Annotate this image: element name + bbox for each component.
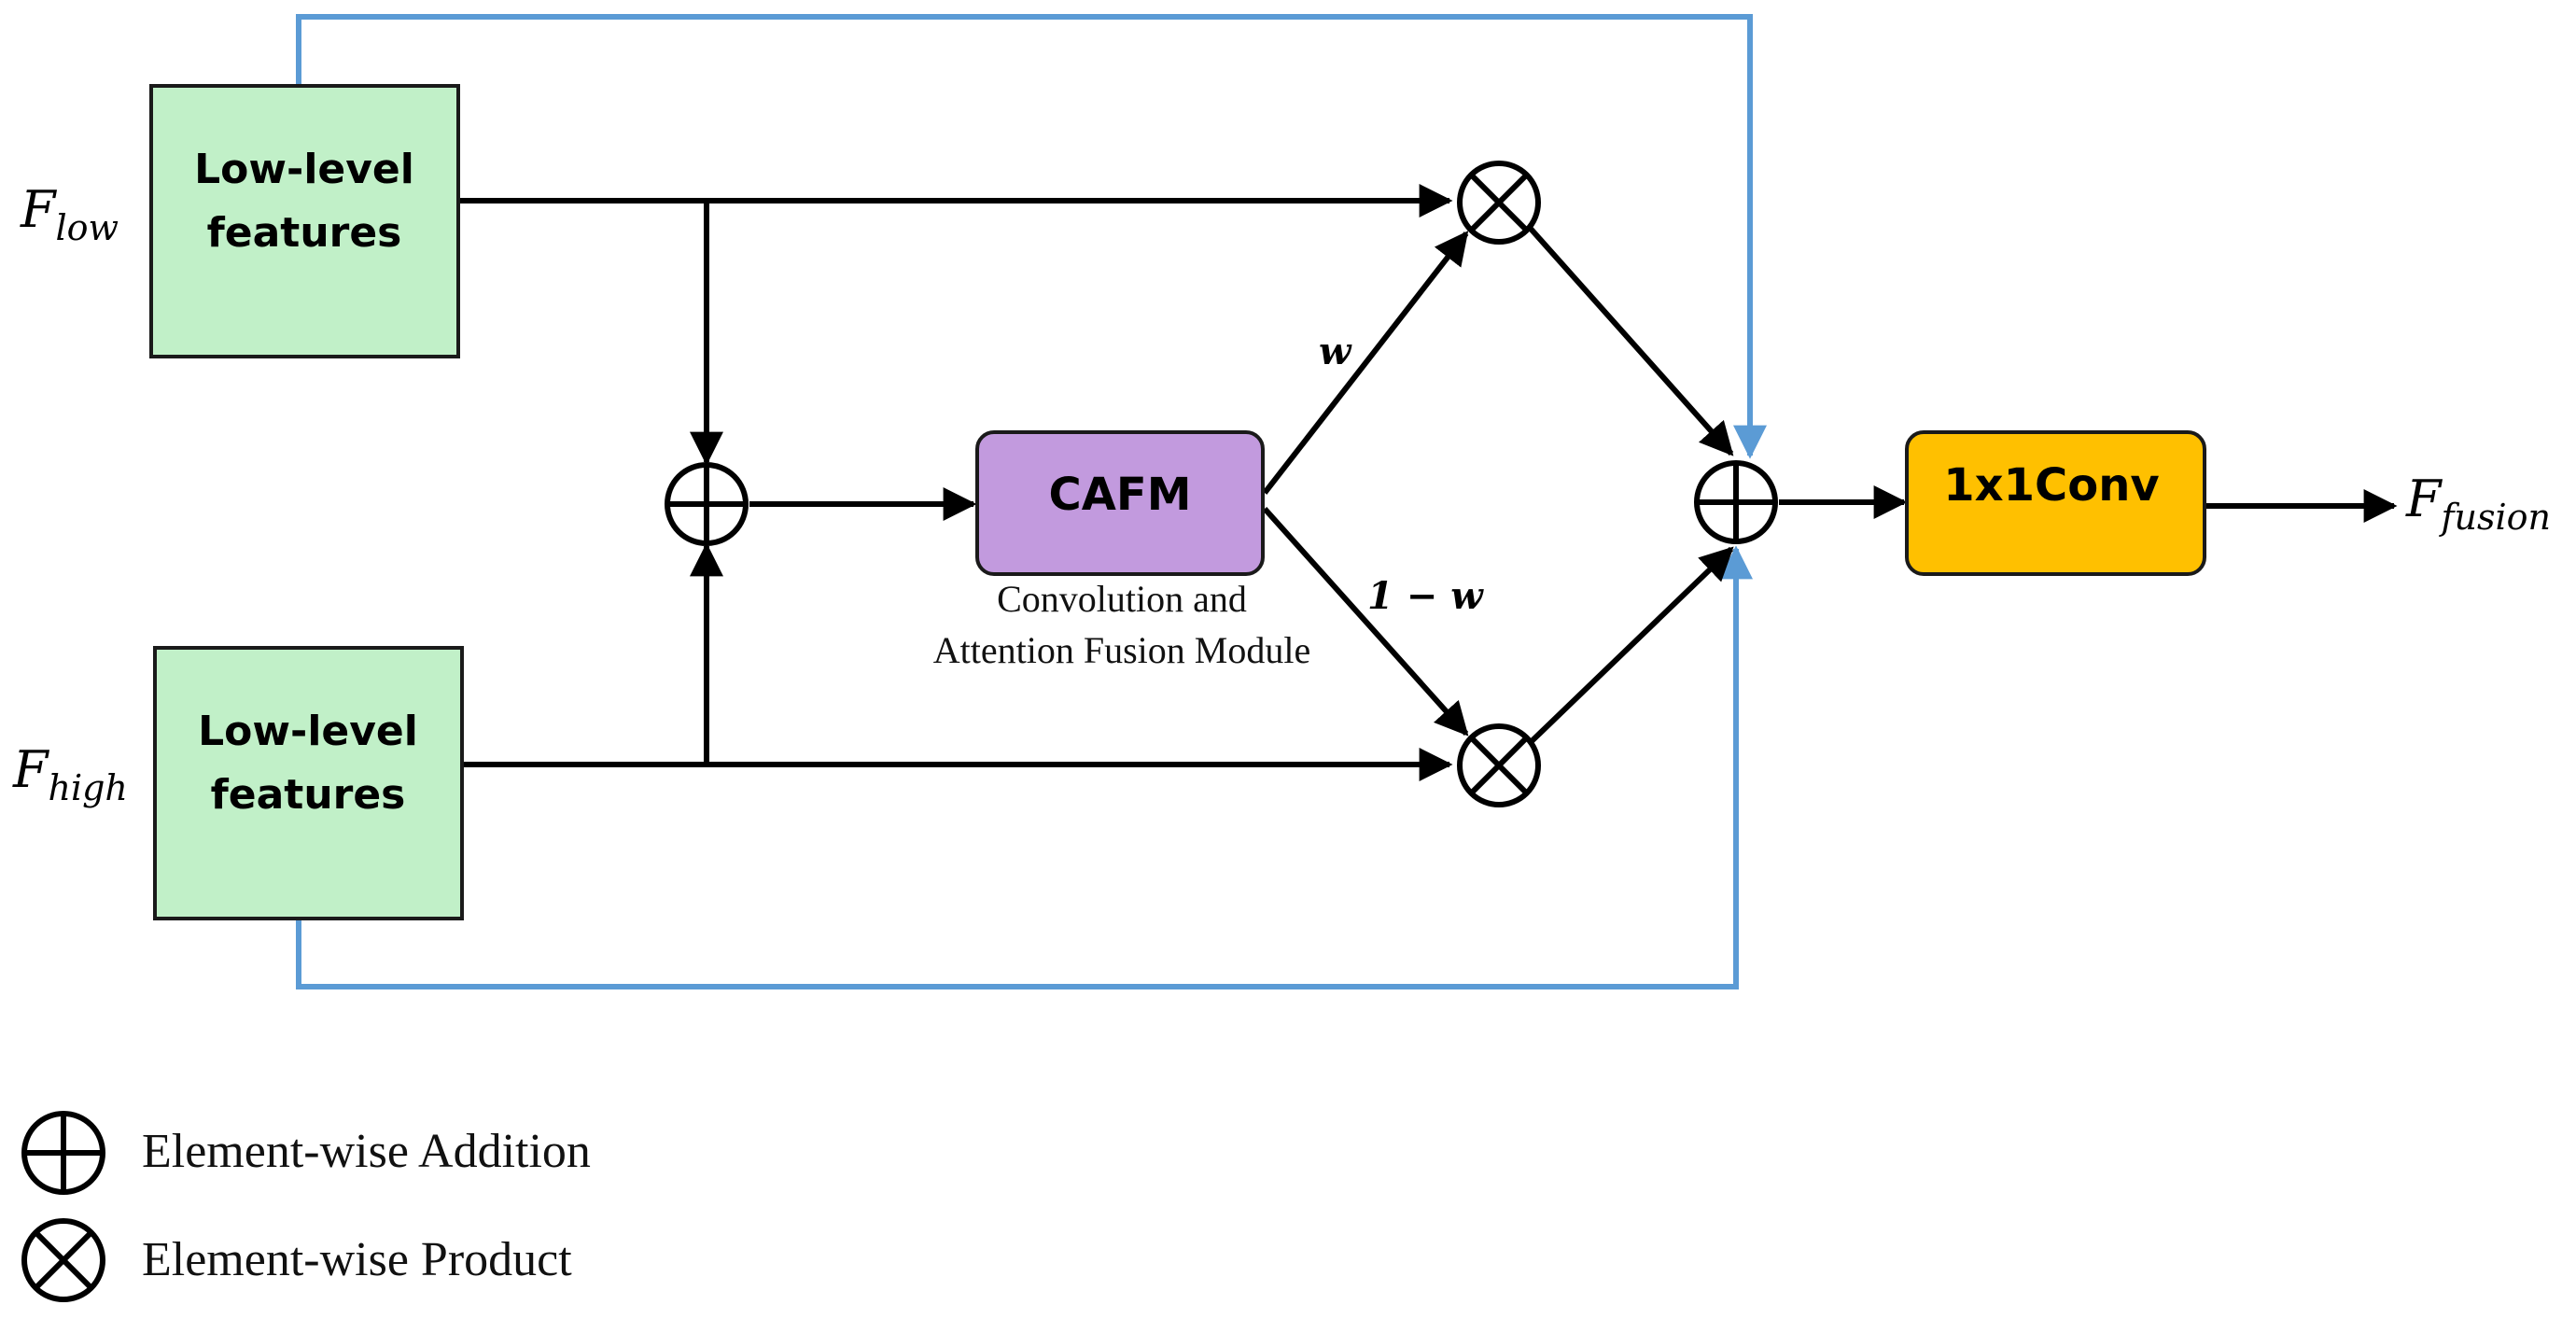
upper-product-to-fusion-arrow [1528, 227, 1734, 456]
weight-w-label: w [1319, 330, 1352, 373]
low-input-symbol: Flow [20, 180, 119, 248]
legend-product-icon [21, 1218, 105, 1302]
high-input-symbol: Fhigh [12, 740, 128, 808]
legend: Element-wise Addition Element-wise Produ… [21, 1111, 591, 1302]
lower-product-operator [1457, 723, 1541, 807]
low-box-line2: features [207, 209, 402, 257]
legend-addition-label: Element-wise Addition [142, 1125, 591, 1178]
low-feature-box: Low-level features [149, 84, 460, 358]
high-feature-box: Low-level features [153, 646, 464, 920]
low-skip-connection [296, 14, 1767, 459]
low-box-line1: Low-level [194, 146, 414, 193]
cafm-to-lower-product-arrow [1262, 506, 1469, 737]
input-addition-operator [665, 462, 749, 546]
lower-product-to-fusion-arrow [1528, 546, 1734, 745]
cafm-caption-line2: Attention Fusion Module [933, 629, 1310, 671]
high-box-line2: features [211, 771, 406, 819]
cafm-caption-line1: Convolution and [997, 578, 1247, 620]
cafm-box: CAFM [975, 430, 1265, 576]
output-symbol: Ffusion [2405, 470, 2551, 538]
high-box-line1: Low-level [198, 708, 418, 755]
cafm-to-upper-product-arrow [1262, 231, 1469, 495]
conv-label: 1x1Conv [1943, 459, 2159, 512]
weight-one-minus-w-label: 1 − w [1367, 574, 1484, 618]
cafm-label: CAFM [1049, 469, 1192, 521]
legend-addition-icon [21, 1111, 105, 1195]
high-skip-connection [296, 545, 1753, 989]
conv-box: 1x1Conv [1905, 430, 2206, 576]
fusion-addition-operator [1694, 460, 1778, 544]
upper-product-operator [1457, 161, 1541, 245]
legend-product-label: Element-wise Product [142, 1233, 572, 1286]
